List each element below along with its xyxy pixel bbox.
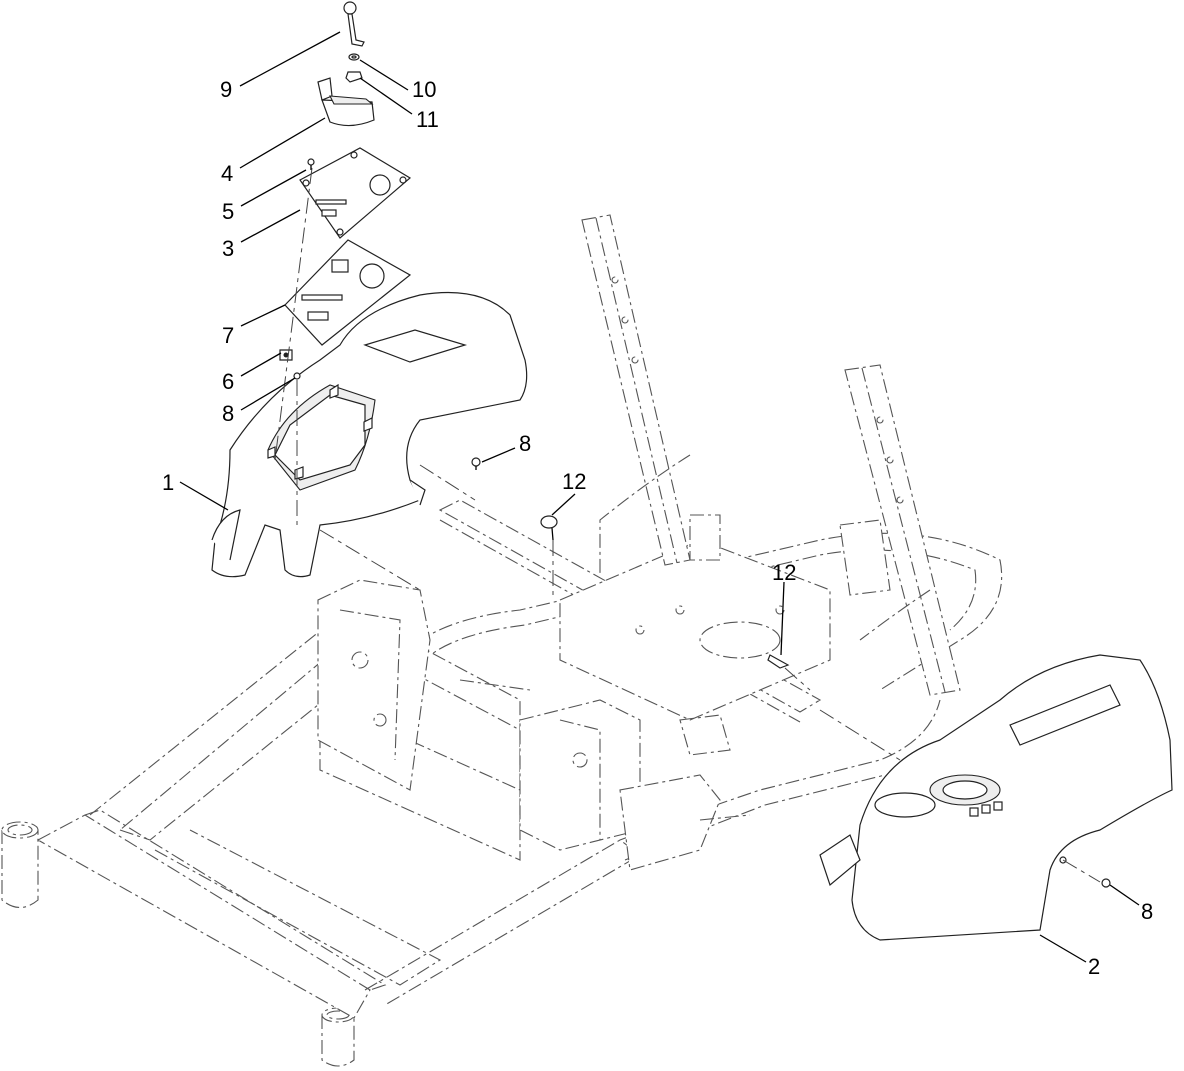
screw-right — [1101, 878, 1111, 888]
callout-12-right: 12 — [772, 560, 796, 585]
callout-10: 10 — [412, 77, 436, 102]
callout-9: 9 — [220, 77, 232, 102]
right-control-pod-cover — [819, 654, 1173, 941]
control-panel — [299, 147, 412, 239]
leader-lines — [179, 31, 1140, 963]
callout-1: 1 — [162, 470, 174, 495]
release-knob-center — [540, 515, 558, 541]
callout-2: 2 — [1088, 954, 1100, 979]
screw-upper — [293, 372, 301, 380]
assembly-centerlines — [274, 167, 1101, 883]
callout-11: 11 — [416, 107, 439, 132]
washer — [348, 53, 360, 61]
callout-8-upper: 8 — [222, 401, 234, 426]
callout-5: 5 — [222, 199, 234, 224]
mower-frame — [1, 214, 1003, 1067]
callout-3: 3 — [222, 236, 234, 261]
screw — [307, 158, 315, 170]
nut — [345, 71, 363, 83]
callout-8-right: 8 — [1141, 899, 1153, 924]
control-lever — [343, 1, 365, 47]
clip-nut — [279, 349, 293, 361]
switch-housing — [317, 77, 375, 127]
callout-12-center: 12 — [562, 469, 586, 494]
screw-center — [471, 457, 481, 470]
callout-6: 6 — [222, 369, 234, 394]
callout-4: 4 — [221, 161, 233, 186]
panel-decal — [284, 239, 412, 346]
release-knob-right — [767, 654, 790, 669]
left-control-pod-cover — [211, 291, 528, 578]
callout-7: 7 — [222, 323, 234, 348]
callout-8-center: 8 — [519, 431, 531, 456]
callout-labels: 9 10 11 4 5 3 7 6 8 8 1 12 12 8 2 — [162, 77, 1153, 979]
